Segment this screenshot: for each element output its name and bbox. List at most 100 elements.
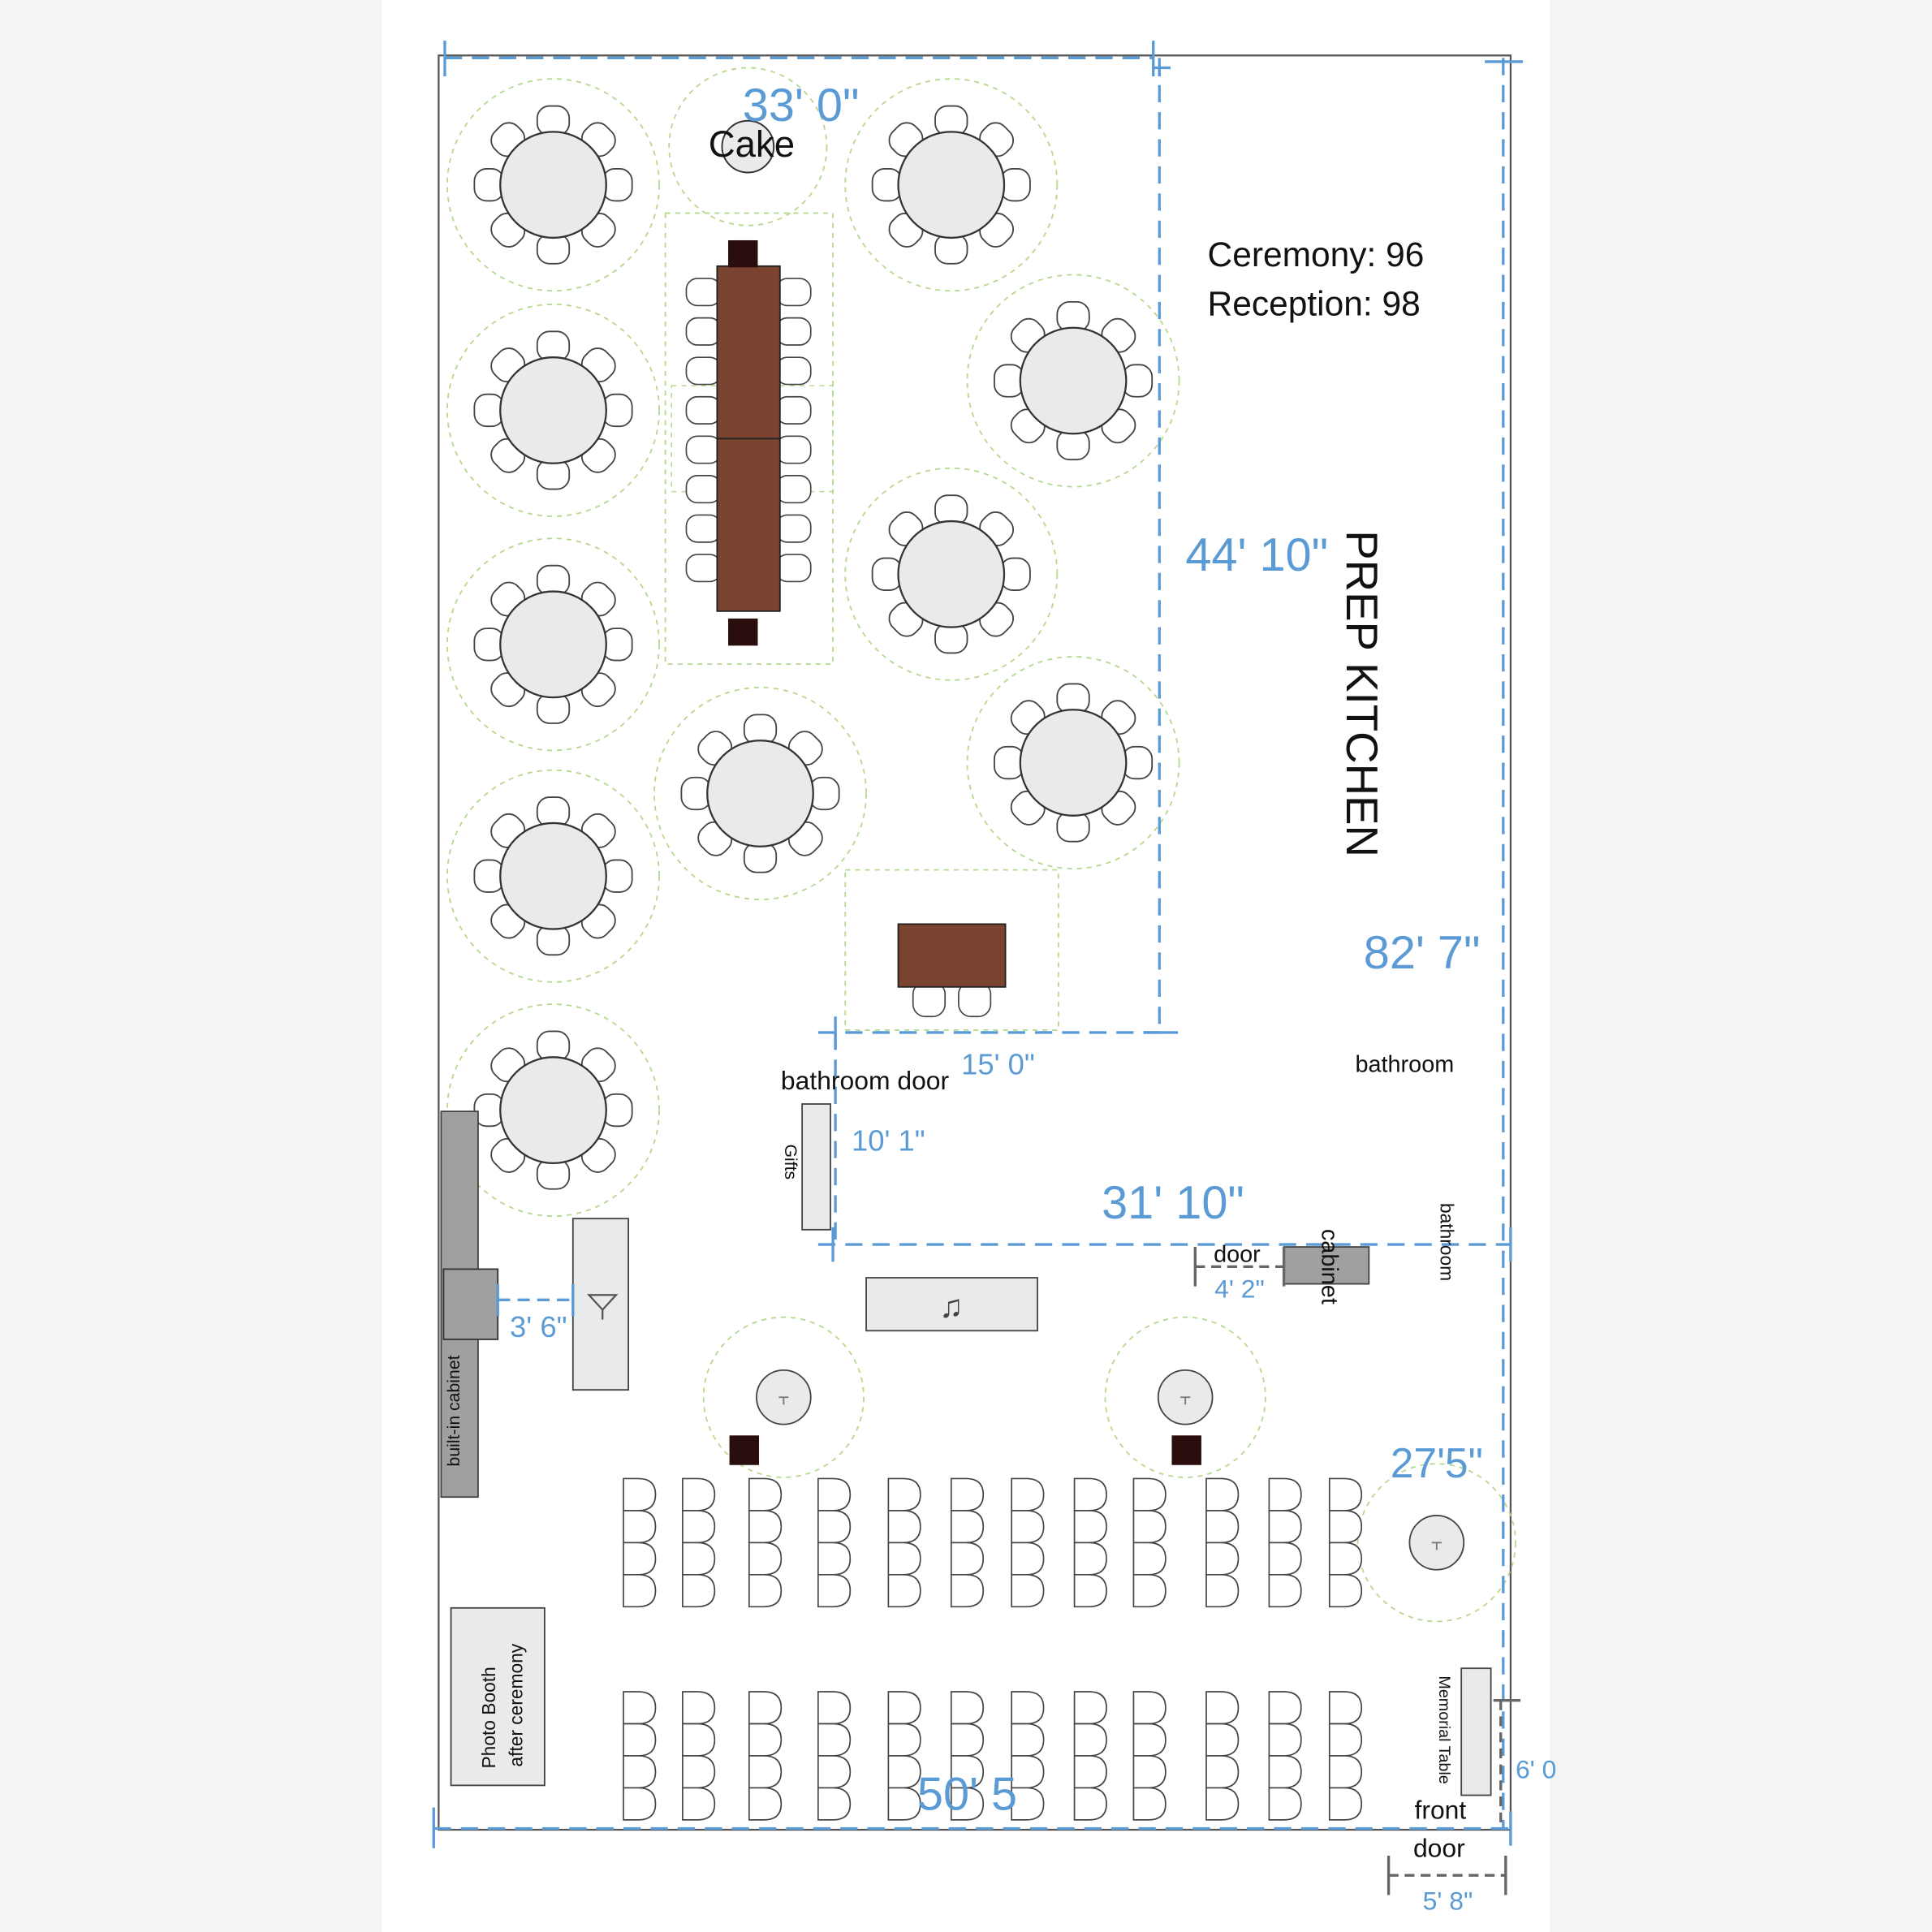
head-chair-right bbox=[775, 554, 812, 583]
cocktail-table-icon bbox=[1408, 1515, 1465, 1571]
ceremony-chair bbox=[748, 1542, 783, 1576]
head-chair-left bbox=[685, 554, 722, 583]
head-table-clearance bbox=[664, 212, 834, 666]
music-note-icon: ♫ bbox=[939, 1289, 964, 1325]
round-table-top bbox=[1019, 709, 1128, 817]
dim-top-width: 33' 0" bbox=[743, 80, 860, 132]
dim-bath-width: 31' 10" bbox=[1102, 1177, 1244, 1229]
memorial-table-label: Memorial Table bbox=[1435, 1675, 1453, 1783]
round-table-6 bbox=[473, 564, 633, 724]
head-table-bottom bbox=[716, 438, 781, 612]
ceremony-chair bbox=[682, 1510, 716, 1544]
door-label: door bbox=[1214, 1241, 1261, 1267]
round-table-top bbox=[706, 740, 814, 847]
ceremony-chair bbox=[1132, 1477, 1167, 1512]
photo-booth-sub-label: after ceremony bbox=[506, 1643, 527, 1766]
head-chair-right bbox=[775, 317, 812, 346]
dim-overall-height: 82' 7" bbox=[1364, 927, 1481, 979]
ceremony-chair bbox=[623, 1477, 657, 1512]
ceremony-chair bbox=[1011, 1573, 1045, 1608]
ceremony-chair bbox=[887, 1787, 921, 1821]
ceremony-chair bbox=[1132, 1691, 1167, 1725]
ceremony-chair bbox=[817, 1510, 852, 1544]
martini-glass-icon bbox=[586, 1294, 619, 1320]
speaker-bottom bbox=[728, 618, 758, 646]
speaker-right bbox=[1171, 1435, 1201, 1465]
ceremony-chair bbox=[1132, 1723, 1167, 1757]
head-table bbox=[685, 239, 812, 646]
memorial-table bbox=[1460, 1667, 1492, 1796]
ceremony-chair bbox=[1328, 1542, 1363, 1576]
cocktail-clearance bbox=[702, 1316, 865, 1478]
ceremony-chair bbox=[1328, 1573, 1363, 1608]
ceremony-chair bbox=[623, 1573, 657, 1608]
ceremony-chair bbox=[1268, 1691, 1302, 1725]
ceremony-chair bbox=[1011, 1510, 1045, 1544]
bathroom-door-label: bathroom door bbox=[781, 1066, 950, 1095]
furniture: ♫ bbox=[440, 105, 1492, 1796]
small-table-top bbox=[897, 923, 1007, 988]
cabinet-label: cabinet bbox=[1317, 1229, 1343, 1305]
ceremony-chair bbox=[682, 1477, 716, 1512]
ceremony-chair bbox=[950, 1723, 985, 1757]
ceremony-chair bbox=[1268, 1723, 1302, 1757]
ceremony-chair bbox=[1328, 1510, 1363, 1544]
ceremony-chair bbox=[623, 1691, 657, 1725]
ceremony-chair bbox=[682, 1542, 716, 1576]
round-table-top bbox=[499, 356, 607, 464]
ceremony-chair bbox=[1205, 1691, 1240, 1725]
cocktail-clearance bbox=[1104, 1316, 1266, 1478]
head-chair-right bbox=[775, 356, 812, 386]
ceremony-chair bbox=[817, 1691, 852, 1725]
ceremony-chair bbox=[887, 1477, 921, 1512]
ceremony-chair bbox=[1268, 1755, 1302, 1789]
ceremony-chair bbox=[1011, 1542, 1045, 1576]
clearance-circle bbox=[446, 78, 660, 292]
ceremony-chair bbox=[950, 1542, 985, 1576]
round-table-1 bbox=[473, 105, 633, 265]
ceremony-chair bbox=[817, 1542, 852, 1576]
dim-kitchen-height: 44' 10" bbox=[1185, 529, 1328, 581]
ceremony-chair bbox=[1011, 1723, 1045, 1757]
ceremony-chair bbox=[1268, 1787, 1302, 1821]
ceremony-chair bbox=[1073, 1691, 1107, 1725]
ceremony-chair bbox=[748, 1573, 783, 1608]
ceremony-chair bbox=[1328, 1755, 1363, 1789]
round-table-9 bbox=[473, 796, 633, 956]
head-chair-right bbox=[775, 395, 812, 425]
ceremony-chair bbox=[1328, 1477, 1363, 1512]
ceremony-chair bbox=[817, 1573, 852, 1608]
ceremony-chair bbox=[817, 1755, 852, 1789]
ceremony-count: Ceremony: 96 bbox=[1207, 236, 1424, 274]
ceremony-chair bbox=[1328, 1691, 1363, 1725]
ceremony-chair bbox=[623, 1723, 657, 1757]
ceremony-chair bbox=[1011, 1477, 1045, 1512]
head-chair-left bbox=[685, 317, 722, 346]
prep-kitchen-label: PREP KITCHEN bbox=[1337, 530, 1386, 857]
dim-memorial-gap: 6' 0 bbox=[1516, 1754, 1556, 1783]
head-chair-left bbox=[685, 356, 722, 386]
head-chair-right bbox=[775, 278, 812, 307]
ceremony-chair bbox=[1073, 1573, 1107, 1608]
ceremony-chair bbox=[682, 1723, 716, 1757]
photo-booth bbox=[450, 1606, 546, 1787]
bathroom-side-label: bathroom bbox=[1436, 1203, 1457, 1281]
cocktail-table-icon bbox=[1157, 1369, 1214, 1425]
head-chair-right bbox=[775, 475, 812, 504]
head-chair-left bbox=[685, 475, 722, 504]
ceremony-chair bbox=[1132, 1787, 1167, 1821]
round-table-3 bbox=[473, 330, 633, 490]
ceremony-chair bbox=[1268, 1542, 1302, 1576]
round-table-4 bbox=[994, 300, 1154, 461]
clearance-circle bbox=[844, 78, 1059, 292]
ceremony-chair bbox=[950, 1787, 985, 1821]
ceremony-chair bbox=[1073, 1723, 1107, 1757]
ceremony-chair bbox=[887, 1723, 921, 1757]
round-table-2 bbox=[871, 105, 1031, 265]
front-door-label: front bbox=[1414, 1795, 1466, 1824]
ceremony-chair bbox=[1205, 1477, 1240, 1512]
ceremony-chair bbox=[748, 1691, 783, 1725]
ceremony-chair bbox=[1205, 1542, 1240, 1576]
ceremony-chair bbox=[748, 1723, 783, 1757]
